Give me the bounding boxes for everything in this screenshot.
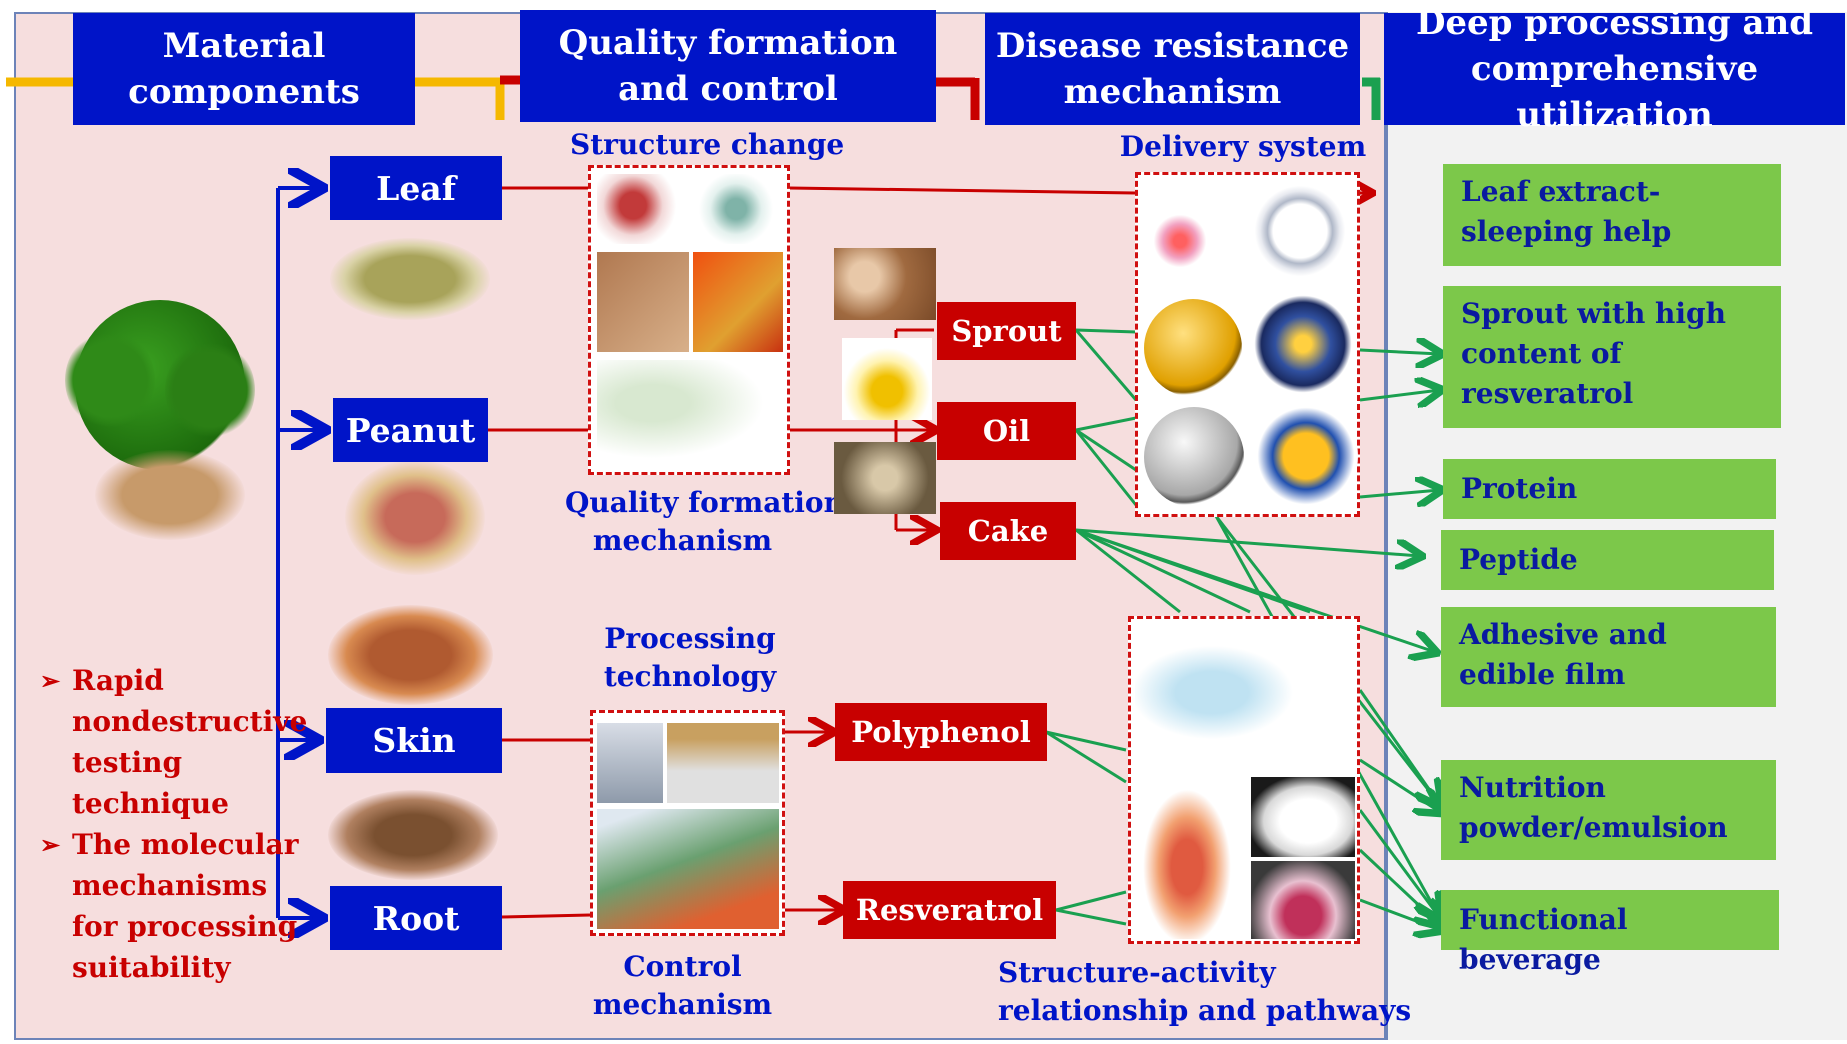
micelle-image bbox=[1150, 211, 1210, 271]
header-quality-formation: Quality formation and control bbox=[520, 10, 936, 122]
material-peanut: Peanut bbox=[333, 398, 488, 462]
use-protein-label: Protein bbox=[1461, 472, 1578, 505]
product-cake: Cake bbox=[940, 502, 1076, 560]
label-control-mechanism: Control mechanism bbox=[575, 948, 790, 1024]
header-deep-label: Deep processing and comprehensive utiliz… bbox=[1415, 3, 1814, 135]
liposome-image bbox=[1250, 181, 1350, 281]
label-structure-activity: Structure-activity relationship and path… bbox=[998, 954, 1412, 1030]
oil-image bbox=[842, 338, 932, 420]
micrograph-image bbox=[597, 252, 689, 352]
peanut-root-image bbox=[328, 790, 498, 880]
header-disease-label: Disease resistance mechanism bbox=[995, 26, 1350, 112]
use-nutrition-powder-label: Nutrition powder/emulsion bbox=[1459, 771, 1728, 844]
label-delivery-system: Delivery system bbox=[1118, 128, 1368, 166]
material-skin: Skin bbox=[326, 708, 502, 773]
label-control-line1: Control bbox=[623, 950, 742, 983]
label-control-line2: mechanism bbox=[592, 988, 773, 1021]
header-deep-processing: Deep processing and comprehensive utiliz… bbox=[1384, 3, 1845, 135]
use-sprout-resveratrol-label: Sprout with high content of resveratrol bbox=[1461, 297, 1726, 410]
bullet-arrow-icon: ➢ bbox=[40, 666, 61, 695]
use-adhesive-film-label: Adhesive and edible film bbox=[1459, 618, 1667, 691]
use-functional-beverage: Functional beverage bbox=[1441, 890, 1779, 976]
delivery-system-images bbox=[1135, 172, 1360, 517]
bullet-arrow-icon: ➢ bbox=[40, 830, 61, 859]
product-resveratrol-label: Resveratrol bbox=[855, 893, 1044, 927]
header-quality-label: Quality formation and control bbox=[558, 23, 898, 109]
equipment-image bbox=[597, 723, 663, 803]
material-branch-arrows bbox=[276, 188, 323, 918]
product-sprout: Sprout bbox=[937, 302, 1076, 360]
material-leaf: Leaf bbox=[330, 156, 502, 220]
material-peanut-label: Peanut bbox=[345, 410, 476, 450]
product-cake-label: Cake bbox=[967, 514, 1049, 548]
fiber-structure-image bbox=[691, 174, 781, 244]
silver-particle-image bbox=[1144, 407, 1244, 507]
use-adhesive-film: Adhesive and edible film bbox=[1441, 607, 1776, 707]
peanut-kernels-image bbox=[345, 460, 485, 575]
research-bullets: ➢Rapid nondestructive testing technique … bbox=[40, 660, 307, 988]
factory-image bbox=[597, 809, 779, 929]
grains-image bbox=[667, 723, 779, 803]
pathway-diagram-image bbox=[597, 360, 783, 468]
label-quality-mechanism-line2: mechanism bbox=[592, 524, 773, 557]
use-leaf-extract-label: Leaf extract-sleeping help bbox=[1461, 175, 1672, 248]
label-delivery-system-text: Delivery system bbox=[1119, 130, 1367, 163]
use-protein: Protein bbox=[1443, 459, 1776, 519]
cell-pathway-image bbox=[1135, 625, 1355, 775]
label-quality-mechanism-line1: Quality formation bbox=[565, 486, 844, 519]
label-processing-technology: Processing technology bbox=[575, 620, 805, 696]
use-sprout-resveratrol: Sprout with high content of resveratrol bbox=[1443, 286, 1781, 428]
bullet-text: The molecular mechanisms for processing … bbox=[72, 828, 299, 984]
use-peptide-label: Peptide bbox=[1459, 543, 1578, 576]
label-processing-line2: technology bbox=[603, 660, 777, 693]
bullet-item: ➢ Rapid nondestructive testing technique bbox=[40, 660, 307, 824]
product-polyphenol-label: Polyphenol bbox=[851, 715, 1031, 749]
product-polyphenol: Polyphenol bbox=[835, 703, 1047, 761]
structure-activity-images bbox=[1128, 616, 1360, 944]
peanut-skin-image bbox=[328, 605, 493, 705]
use-leaf-extract: Leaf extract-sleeping help bbox=[1443, 164, 1781, 266]
use-peptide: Peptide bbox=[1441, 530, 1774, 590]
lab-mouse-image bbox=[1251, 777, 1355, 857]
bullet-item: ➢ The molecular mechanisms for processing… bbox=[40, 824, 300, 988]
header-material-components: Material components bbox=[73, 13, 415, 125]
use-nutrition-powder: Nutrition powder/emulsion bbox=[1441, 760, 1776, 860]
nanoparticle-image bbox=[1144, 299, 1242, 397]
bullet-text: Rapid nondestructive testing technique bbox=[72, 664, 308, 820]
cake-image bbox=[834, 442, 936, 514]
material-leaf-label: Leaf bbox=[376, 168, 456, 208]
label-quality-mechanism: Quality formation mechanism bbox=[565, 484, 844, 560]
header-disease-resistance: Disease resistance mechanism bbox=[985, 13, 1360, 125]
processing-technology-images bbox=[590, 710, 785, 936]
polymer-network-image bbox=[1254, 295, 1352, 393]
product-oil: Oil bbox=[937, 402, 1076, 460]
leaf-image bbox=[330, 238, 490, 320]
label-processing-line1: Processing bbox=[604, 622, 776, 655]
digestive-system-image bbox=[1137, 779, 1237, 939]
product-oil-label: Oil bbox=[982, 414, 1031, 448]
label-structure-change-text: Structure change bbox=[570, 128, 845, 161]
use-functional-beverage-label: Functional beverage bbox=[1459, 903, 1628, 976]
material-root: Root bbox=[330, 886, 502, 950]
emulsion-droplets-image bbox=[1254, 401, 1358, 511]
material-root-label: Root bbox=[372, 898, 460, 938]
protein-structure-image bbox=[597, 174, 687, 244]
header-material-label: Material components bbox=[128, 26, 360, 112]
sprout-image bbox=[834, 248, 936, 320]
material-skin-label: Skin bbox=[372, 721, 456, 760]
label-structure-change: Structure change bbox=[570, 126, 844, 164]
structure-change-images bbox=[588, 165, 790, 475]
product-resveratrol: Resveratrol bbox=[843, 881, 1056, 939]
label-sar-line1: Structure-activity bbox=[998, 956, 1276, 989]
product-sprout-label: Sprout bbox=[951, 314, 1062, 348]
label-sar-line2: relationship and pathways bbox=[998, 994, 1412, 1027]
sample-vial-image bbox=[1251, 861, 1355, 939]
peanut-plant-image bbox=[55, 290, 265, 550]
cell-structure-image bbox=[693, 252, 783, 352]
